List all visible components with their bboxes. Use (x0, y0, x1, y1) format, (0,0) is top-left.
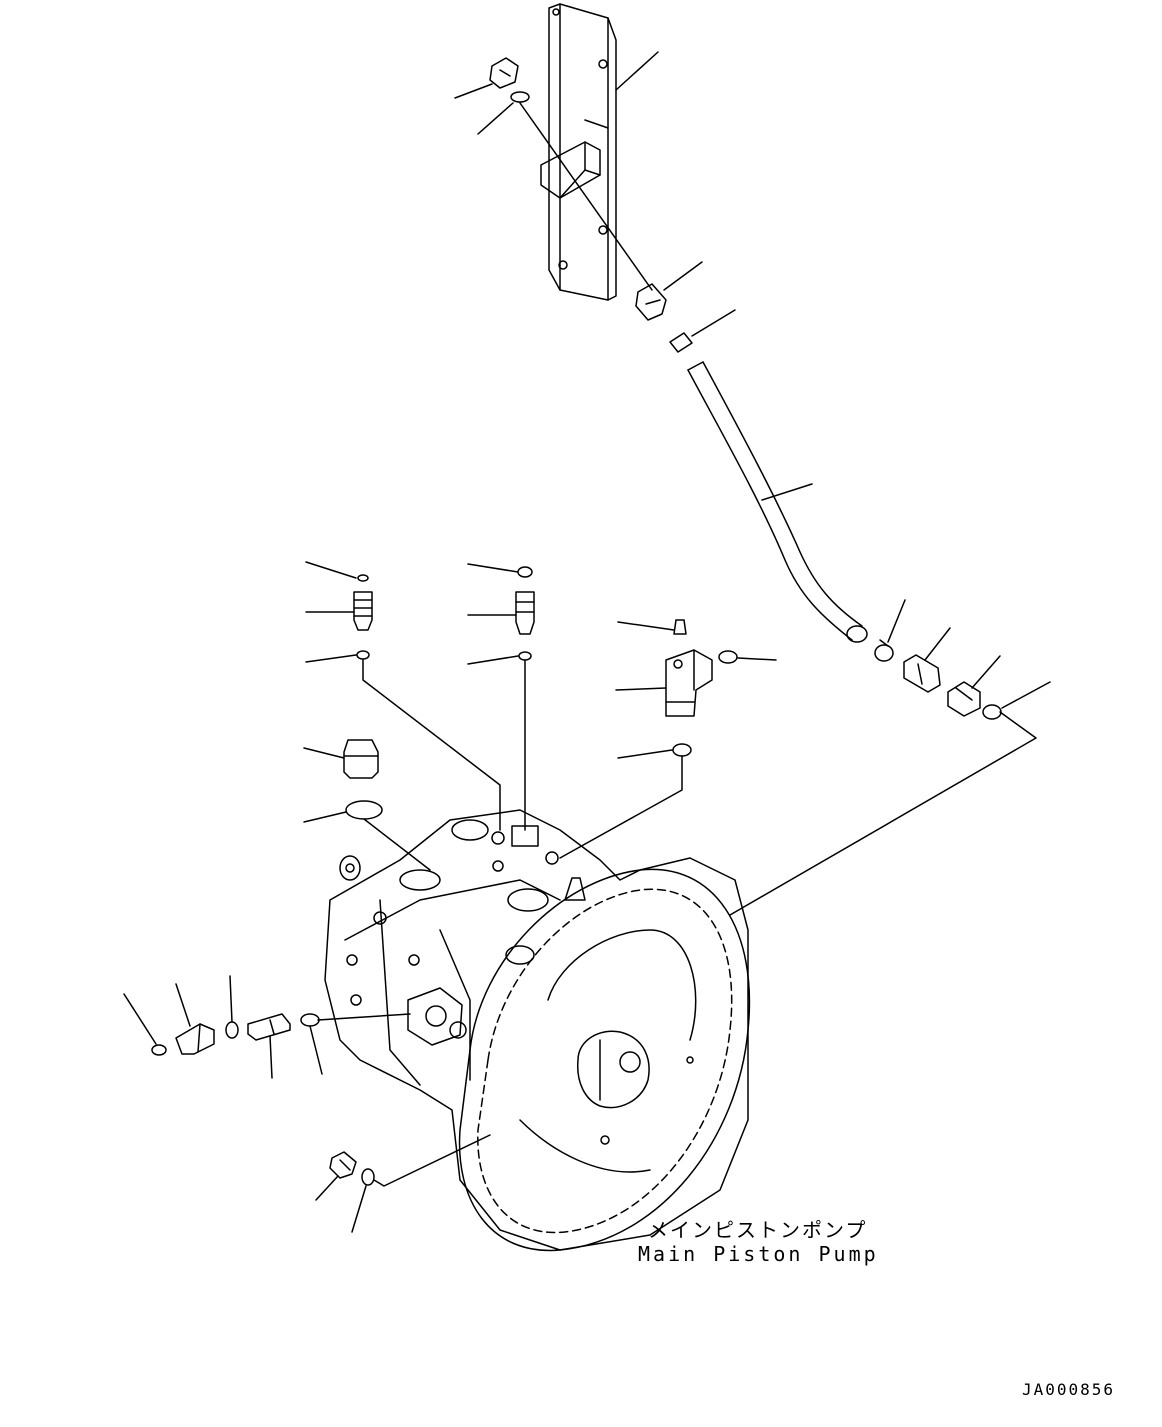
bracket-plate (540, 3, 617, 301)
leader-line (971, 655, 1001, 689)
o-ring (510, 91, 530, 103)
tee-fitting (665, 649, 713, 717)
leader-line (305, 654, 357, 663)
leader-line (663, 261, 703, 291)
o-ring (357, 574, 369, 582)
leader-line (229, 975, 233, 1023)
leader-line (761, 483, 813, 501)
leader-line (615, 51, 659, 91)
plug (343, 739, 379, 779)
leader-line (691, 309, 736, 337)
breather (673, 619, 687, 635)
leader-line (303, 747, 345, 759)
assembly-line (363, 818, 431, 871)
bolt (489, 57, 519, 89)
drawing-code: JA000856 (1022, 1380, 1116, 1399)
o-ring (982, 704, 1002, 720)
leader-line (305, 561, 357, 579)
leader-line (617, 749, 673, 759)
leader-line (617, 621, 675, 631)
hose (687, 361, 868, 643)
connector (947, 681, 981, 717)
hose-nipple (903, 654, 941, 693)
drain-plug (329, 1151, 357, 1179)
leader-line (467, 655, 519, 665)
leader-line (123, 993, 157, 1045)
o-ring (225, 1021, 239, 1039)
nipple (515, 591, 535, 635)
leader-line (737, 657, 777, 661)
elbow (175, 1023, 215, 1055)
hose-clamp (874, 639, 894, 662)
o-ring (718, 650, 738, 664)
o-ring (151, 1044, 167, 1056)
o-ring (517, 566, 533, 578)
o-ring (300, 1013, 320, 1027)
part-name-japanese: メインピストンポンプ (648, 1218, 868, 1242)
leader-line (467, 563, 519, 573)
leader-line (887, 599, 906, 643)
leader-line (615, 687, 667, 691)
o-ring (356, 650, 370, 660)
leader-line (315, 1175, 339, 1201)
assembly-line (362, 659, 501, 831)
assembly-line (729, 711, 1037, 916)
assembly-line (317, 1013, 411, 1021)
hose-adapter (669, 332, 693, 353)
assembly-line (559, 755, 683, 859)
assembly-line (373, 1134, 491, 1187)
o-ring (518, 651, 532, 661)
adapter (247, 1013, 291, 1041)
leader-line (309, 1025, 323, 1075)
leader-line (924, 627, 951, 661)
o-ring (361, 1168, 375, 1186)
leader-line (303, 811, 347, 823)
leader-line (1001, 681, 1051, 709)
o-ring (672, 743, 692, 757)
leader-line (269, 1035, 273, 1079)
leader-line (477, 102, 514, 135)
leader-line (175, 983, 191, 1027)
part-name-english: Main Piston Pump (638, 1242, 879, 1266)
leader-line (454, 83, 493, 99)
nipple (353, 591, 373, 631)
assembly-line (519, 102, 653, 291)
sensor-fitting (635, 283, 667, 321)
o-ring (345, 800, 383, 820)
main-piston-pump-body (324, 809, 751, 1252)
leader-line (351, 1185, 367, 1233)
